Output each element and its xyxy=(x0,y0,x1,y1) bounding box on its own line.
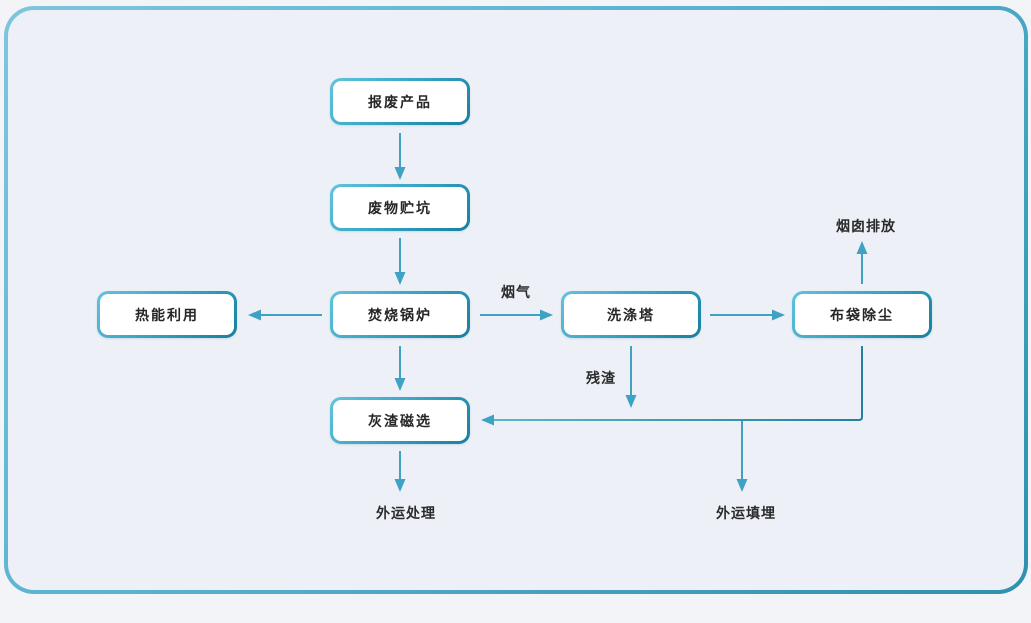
node-thermal-energy-use-box: 热能利用 xyxy=(100,294,234,335)
node-ash-magnetic-separation: 灰渣磁选 xyxy=(330,397,470,444)
node-waste-pit-label: 废物贮坑 xyxy=(368,199,432,216)
node-waste-pit: 废物贮坑 xyxy=(330,184,470,231)
label-outbound-treatment: 外运处理 xyxy=(376,505,436,521)
node-scrubber-tower: 洗涤塔 xyxy=(561,291,701,338)
node-scrubber-tower-box: 洗涤塔 xyxy=(564,294,698,335)
node-incineration-boiler-box: 焚烧锅炉 xyxy=(333,294,467,335)
label-flue-gas: 烟气 xyxy=(501,284,531,300)
node-scrapped-product: 报废产品 xyxy=(330,78,470,125)
node-ash-magnetic-separation-box: 灰渣磁选 xyxy=(333,400,467,441)
node-bag-dust-collector-box: 布袋除尘 xyxy=(795,294,929,335)
node-incineration-boiler: 焚烧锅炉 xyxy=(330,291,470,338)
node-scrapped-product-box: 报废产品 xyxy=(333,81,467,122)
label-outbound-landfill: 外运填埋 xyxy=(716,505,776,521)
node-thermal-energy-use-label: 热能利用 xyxy=(135,306,199,323)
label-chimney-emission: 烟囱排放 xyxy=(836,218,896,234)
node-scrubber-tower-label: 洗涤塔 xyxy=(607,306,655,323)
label-residue: 残渣 xyxy=(586,370,616,386)
node-waste-pit-box: 废物贮坑 xyxy=(333,187,467,228)
node-scrapped-product-label: 报废产品 xyxy=(368,93,432,110)
node-bag-dust-collector-label: 布袋除尘 xyxy=(830,306,894,323)
node-ash-magnetic-separation-label: 灰渣磁选 xyxy=(368,412,432,429)
node-incineration-boiler-label: 焚烧锅炉 xyxy=(368,306,432,323)
node-bag-dust-collector: 布袋除尘 xyxy=(792,291,932,338)
node-thermal-energy-use: 热能利用 xyxy=(97,291,237,338)
